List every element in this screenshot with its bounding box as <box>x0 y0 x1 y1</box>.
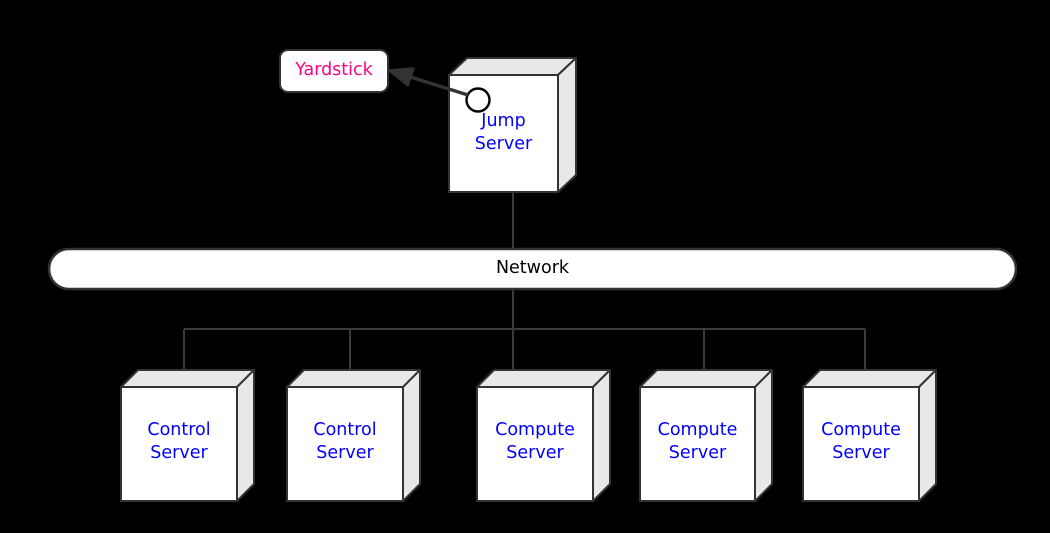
network-hit-area[interactable] <box>49 249 1016 289</box>
server-5-hit-area[interactable] <box>803 370 936 501</box>
server-2-hit-area[interactable] <box>287 370 420 501</box>
yardstick-hit-area[interactable] <box>280 50 388 92</box>
server-3-hit-area[interactable] <box>477 370 610 501</box>
server-1-hit-area[interactable] <box>121 370 254 501</box>
yardstick-arrow-head <box>387 67 415 87</box>
server-4-hit-area[interactable] <box>640 370 772 501</box>
jump-server-hit-area[interactable] <box>449 58 576 192</box>
